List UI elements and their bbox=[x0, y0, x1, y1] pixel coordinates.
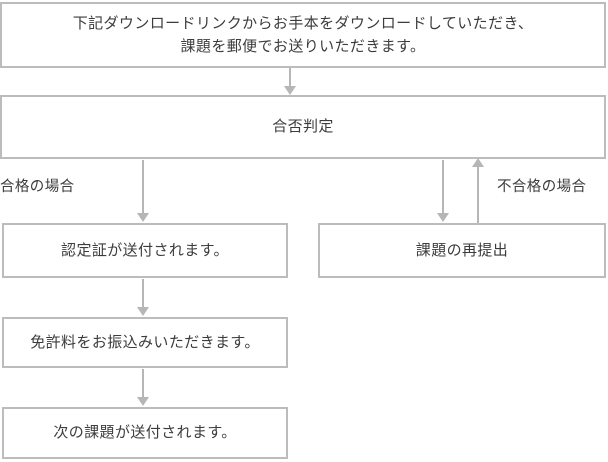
arrow-down-icon-judgement-to-certificate bbox=[137, 213, 149, 222]
branch-label-fail: 不合格の場合 bbox=[497, 179, 587, 195]
node-certificate: 認定証が送付されます。 bbox=[2, 223, 288, 278]
arrow-down-icon-intro-to-judgement bbox=[284, 86, 296, 95]
branch-label-pass: 合格の場合 bbox=[0, 179, 75, 195]
node-intro: 下記ダウンロードリンクからお手本をダウンロードしていただき、 課題を郵便でお送り… bbox=[0, 2, 606, 68]
connector-resubmit-to-judgement bbox=[477, 167, 479, 224]
node-judgement-label: 合否判定 bbox=[272, 118, 334, 136]
arrow-down-icon-fee-to-nexttask bbox=[137, 397, 149, 406]
connector-certificate-to-fee bbox=[142, 279, 144, 308]
node-certificate-label: 認定証が送付されます。 bbox=[61, 241, 229, 259]
node-resubmit-label: 課題の再提出 bbox=[415, 241, 509, 259]
node-intro-line2: 課題を郵便でお送りいただきます。 bbox=[180, 38, 426, 55]
node-resubmit: 課題の再提出 bbox=[318, 223, 606, 278]
arrow-up-icon-resubmit-to-judgement bbox=[472, 158, 484, 167]
connector-judgement-to-certificate bbox=[142, 160, 144, 214]
node-intro-line1: 下記ダウンロードリンクからお手本をダウンロードしていただき、 bbox=[72, 14, 534, 32]
node-judgement: 合否判定 bbox=[0, 95, 606, 159]
arrow-down-icon-judgement-to-resubmit bbox=[437, 213, 449, 222]
arrow-down-icon-certificate-to-fee bbox=[137, 307, 149, 316]
node-fee: 免許料をお振込みいただきます。 bbox=[2, 317, 288, 368]
connector-judgement-to-resubmit bbox=[442, 160, 444, 214]
node-fee-label: 免許料をお振込みいただきます。 bbox=[30, 333, 260, 351]
node-nexttask-label: 次の課題が送付されます。 bbox=[53, 424, 237, 442]
connector-intro-to-judgement bbox=[289, 68, 291, 87]
node-nexttask: 次の課題が送付されます。 bbox=[2, 407, 288, 459]
connector-fee-to-nexttask bbox=[142, 369, 144, 398]
